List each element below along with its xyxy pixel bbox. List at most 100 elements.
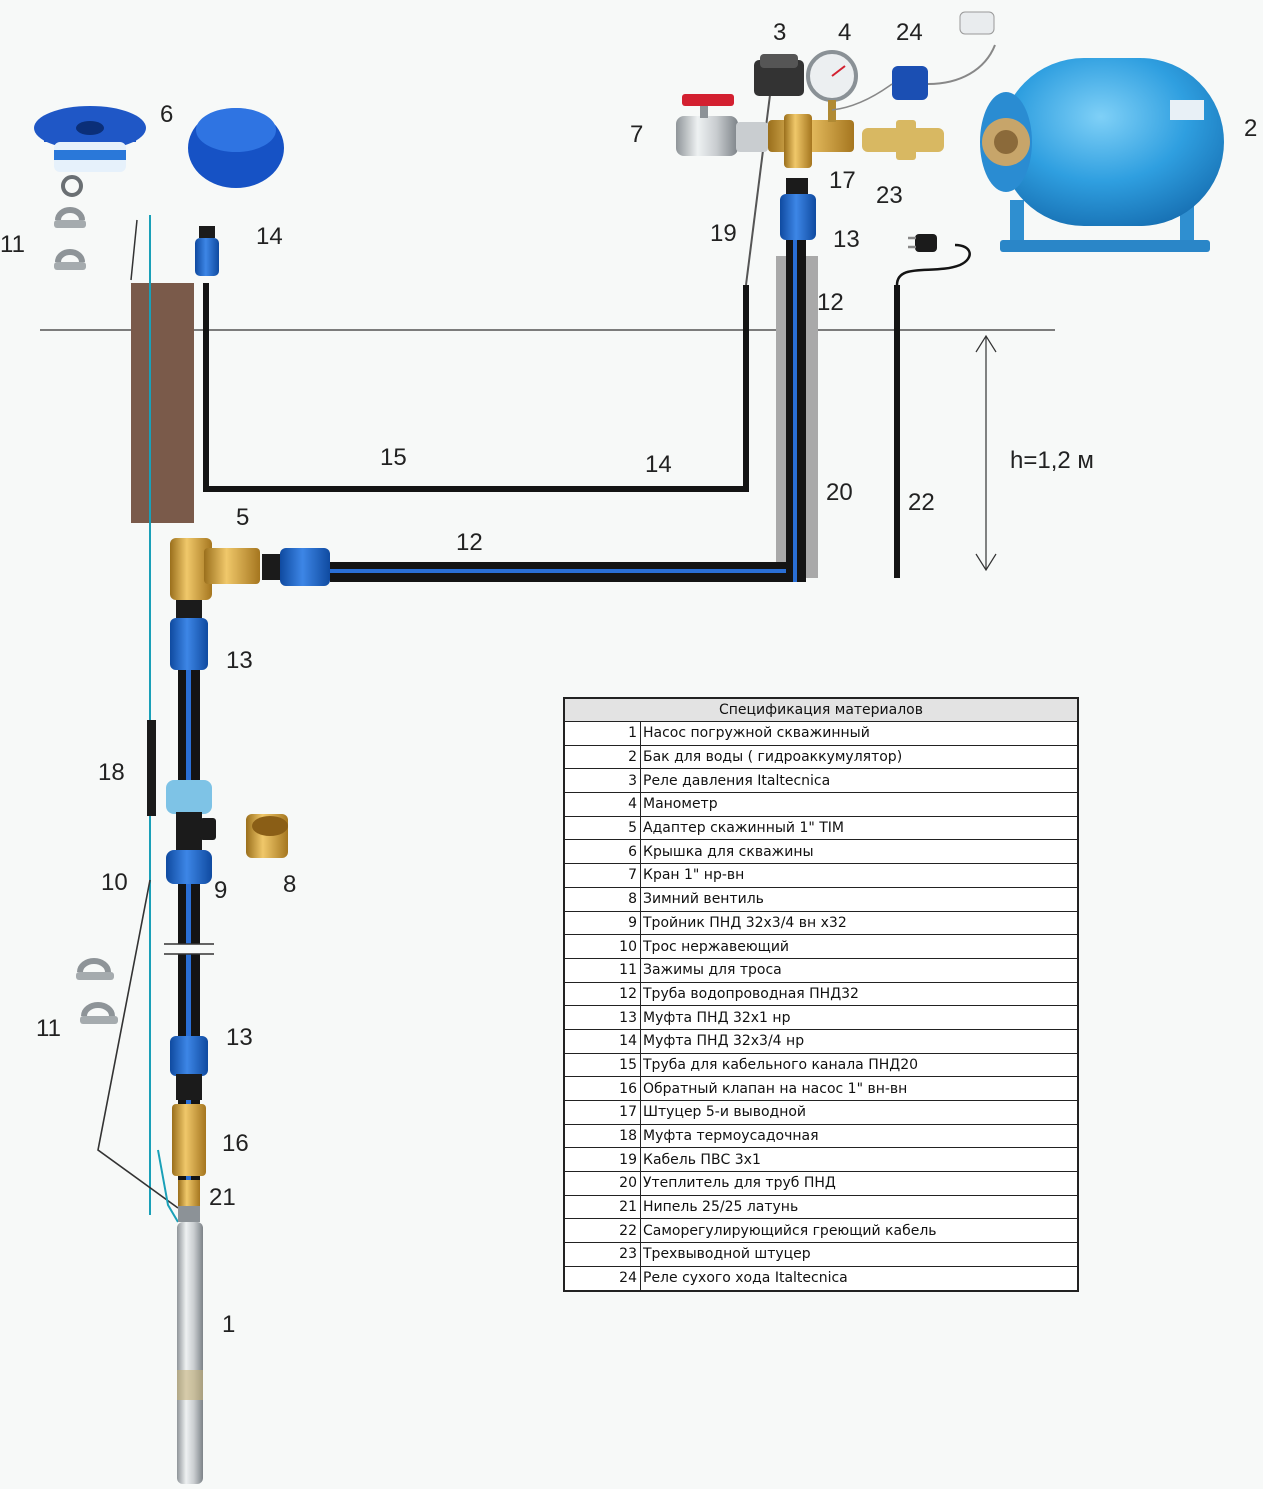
spec-item-name: Труба водопроводная ПНД32 [640,982,1078,1007]
spec-item-number: 4 [564,792,641,817]
spec-item-number: 9 [564,911,641,936]
pump-cable-bottom [157,1149,179,1223]
spec-item-number: 15 [564,1053,641,1078]
label-14-top: 14 [256,223,283,250]
label-3: 3 [773,19,786,46]
label-13-upper: 13 [226,647,253,674]
depth-arrow [975,334,997,572]
spec-item-name: Крышка для скважины [640,839,1078,865]
spec-item-number: 22 [564,1218,641,1244]
spec-title: Спецификация материалов [564,698,1078,722]
spec-item-name: Адаптер скажинный 1" TIM [640,816,1078,841]
label-14-channel: 14 [645,451,672,478]
heating-cable-lead [895,243,971,286]
spec-item-name: Утеплитель для труб ПНД [640,1171,1078,1196]
safety-rope [97,879,179,1209]
three-way-fitting [862,120,944,160]
spec-item-number: 16 [564,1076,641,1101]
fitting-14-top [195,226,219,276]
label-13-lower: 13 [226,1024,253,1051]
pressure-relay [754,54,804,96]
spec-item-name: Трос нержавеющий [640,934,1078,959]
well-cap [34,106,146,197]
coupling-13-lower [170,1036,208,1100]
blue-cap [188,108,284,188]
spec-item-number: 24 [564,1266,641,1291]
label-2: 2 [1244,115,1257,142]
spec-item-name: Реле давления Italtecnica [640,768,1078,794]
spec-item-number: 12 [564,982,641,1007]
spec-item-number: 6 [564,839,641,865]
label-12-horizontal: 12 [456,529,483,556]
spec-item-name: Тройник ПНД 32х3/4 вн х32 [640,911,1078,936]
spec-item-number: 23 [564,1242,641,1267]
plug-icon [908,234,937,252]
water-pipe-horizontal [330,562,800,582]
spec-item-number: 20 [564,1171,641,1196]
check-valve [172,1104,206,1176]
riser-pipe [164,600,214,1180]
spec-item-name: Труба для кабельного канала ПНД20 [640,1053,1078,1078]
spec-item-name: Бак для воды ( гидроаккумулятор) [640,745,1078,770]
label-18: 18 [98,759,125,786]
spec-item-name: Реле сухого хода Italtecnica [643,1270,848,1287]
label-17: 17 [829,167,856,194]
spec-item-name: Кран 1" нр-вн [640,863,1078,888]
label-9: 9 [214,877,227,904]
spec-item-name: Насос погружной скважинный [640,721,1078,746]
spec-item-number: 2 [564,745,641,770]
spec-item-name: Нипель 25/25 латунь [640,1195,1078,1220]
water-pipe-vertical [786,240,806,582]
label-6: 6 [160,101,173,128]
depth-label: h=1,2 м [1010,447,1094,474]
well-adapter [170,538,330,600]
spec-item-name: Трехвыводной штуцер [640,1242,1078,1267]
label-5: 5 [236,504,249,531]
spec-item-name: Штуцер 5-и выводной [640,1100,1078,1125]
spec-item-name: Саморегулирующийся греющий кабель [640,1218,1078,1244]
spec-item-number: 7 [564,863,641,888]
label-22: 22 [908,489,935,516]
spec-item-number: 1 [564,721,641,746]
spec-item-number: 13 [564,1005,641,1030]
spec-item-number: 11 [564,958,641,983]
well-casing [131,283,194,523]
label-12-top: 12 [817,289,844,316]
spec-item-number: 3 [564,768,641,794]
coupling-13-top [780,178,816,240]
label-7: 7 [630,121,643,148]
five-way-fitting [768,114,854,168]
label-19: 19 [710,220,737,247]
label-4: 4 [838,19,851,46]
spec-item-number: 5 [564,816,641,841]
label-23: 23 [876,182,903,209]
spec-item-name: Манометр [640,792,1078,817]
label-11-bottom: 11 [36,1015,61,1042]
spec-item-number: 17 [564,1100,641,1125]
hydraulic-tank [980,58,1224,252]
winter-valve [246,814,288,858]
submersible-pump [177,1206,203,1484]
spec-item-name: Муфта ПНД 32х1 нр [640,1005,1078,1030]
spec-item-name: Зажимы для троса [640,958,1078,983]
rope-clamp-icon [54,207,86,270]
